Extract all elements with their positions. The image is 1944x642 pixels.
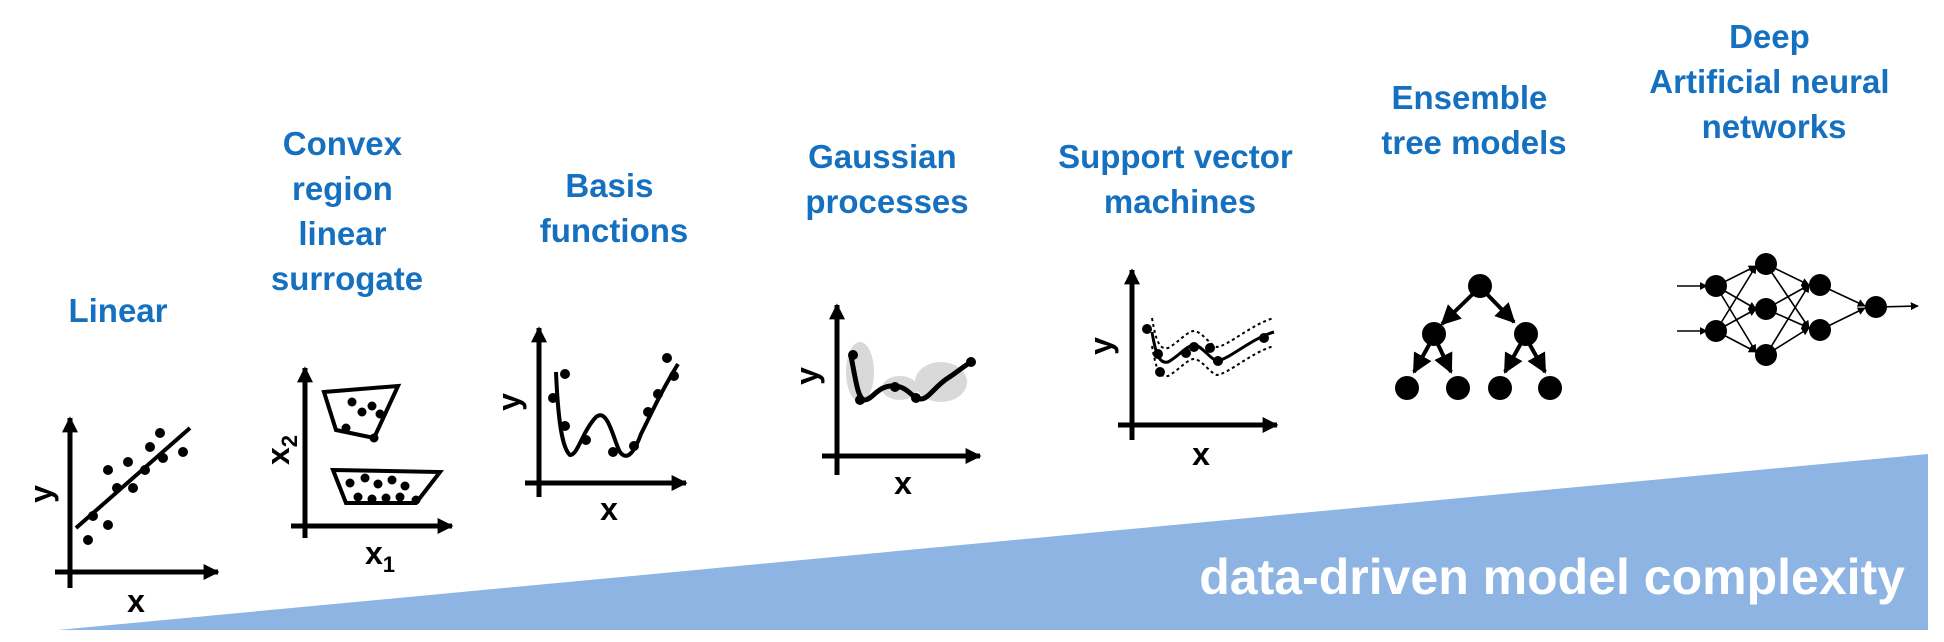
model-ensemble-trees: Ensemble tree models bbox=[1381, 79, 1567, 400]
axis-label-y: y bbox=[491, 393, 527, 411]
svm-plot: x y bbox=[1083, 268, 1279, 472]
model-basis-functions: Basis functions x y bbox=[491, 167, 688, 527]
model-convex-region: Convex region linear surrogate x1 x2 bbox=[260, 125, 454, 577]
tree-root-node bbox=[1468, 274, 1492, 298]
basis-fit-curve bbox=[554, 362, 680, 458]
linear-fit-line bbox=[74, 426, 192, 530]
tree-leaf bbox=[1538, 376, 1562, 400]
convex-region-plot: x1 x2 bbox=[260, 366, 454, 577]
nn-input-node bbox=[1705, 275, 1727, 297]
model-title-gaussian: Gaussian processes bbox=[805, 138, 968, 220]
model-neural-networks: Deep Artificial neural networks bbox=[1649, 18, 1919, 366]
nn-hidden-node bbox=[1809, 274, 1831, 296]
linear-data-points bbox=[83, 428, 188, 545]
complexity-banner: data-driven model complexity bbox=[58, 454, 1928, 630]
model-title-convex: Convex region linear surrogate bbox=[271, 125, 423, 297]
gaussian-plot: x y bbox=[789, 303, 982, 501]
axis-label-x1: x1 bbox=[365, 535, 395, 577]
model-title-svm: Support vector machines bbox=[1058, 138, 1302, 220]
axis-label-x2: x2 bbox=[260, 435, 302, 465]
tree-leaf bbox=[1488, 376, 1512, 400]
tree-node bbox=[1422, 322, 1446, 346]
model-title-linear: Linear bbox=[68, 292, 167, 329]
nn-input-node bbox=[1705, 320, 1727, 342]
nn-hidden-node bbox=[1755, 344, 1777, 366]
complexity-label: data-driven model complexity bbox=[1199, 549, 1905, 605]
nn-hidden-node bbox=[1809, 319, 1831, 341]
gaussian-data-points bbox=[848, 350, 976, 405]
svm-margin-upper bbox=[1151, 317, 1275, 350]
axis-label-y: y bbox=[789, 367, 825, 385]
svm-data-points bbox=[1142, 324, 1269, 377]
convex-data-points bbox=[341, 397, 421, 505]
linear-plot: x y bbox=[23, 416, 220, 619]
model-title-basis: Basis functions bbox=[540, 167, 688, 249]
tree-leaf bbox=[1446, 376, 1470, 400]
axis-label-y: y bbox=[1083, 337, 1119, 355]
axis-label-x: x bbox=[600, 491, 618, 527]
axis-label-x: x bbox=[1192, 436, 1210, 472]
nn-hidden-node bbox=[1755, 298, 1777, 320]
complexity-wedge bbox=[58, 454, 1928, 630]
model-linear: Linear x y bbox=[23, 292, 220, 619]
basis-plot: x y bbox=[491, 326, 688, 527]
model-gaussian-processes: Gaussian processes x y bbox=[789, 138, 982, 501]
axis-label-x: x bbox=[894, 465, 912, 501]
nn-hidden-node bbox=[1755, 253, 1777, 275]
decision-tree-icon bbox=[1395, 274, 1562, 400]
tree-leaf bbox=[1395, 376, 1419, 400]
tree-node bbox=[1514, 322, 1538, 346]
model-title-ensemble: Ensemble tree models bbox=[1381, 79, 1566, 161]
model-title-neural: Deep Artificial neural networks bbox=[1649, 18, 1898, 145]
model-support-vector-machines: Support vector machines x y bbox=[1058, 138, 1302, 472]
basis-data-points bbox=[548, 353, 679, 457]
neural-network-icon bbox=[1677, 253, 1919, 366]
axis-label-y: y bbox=[23, 485, 59, 503]
nn-output-node bbox=[1865, 296, 1887, 318]
axis-label-x: x bbox=[127, 583, 145, 619]
